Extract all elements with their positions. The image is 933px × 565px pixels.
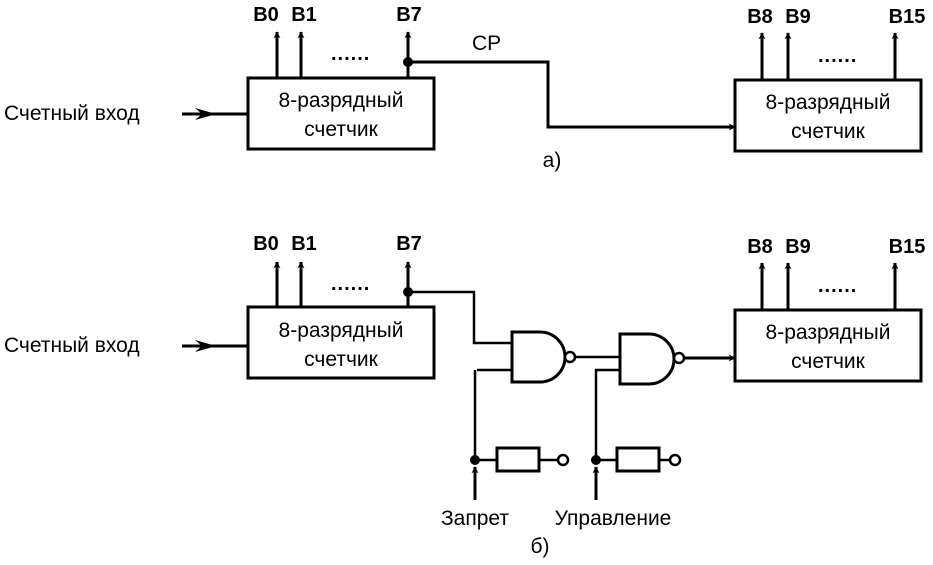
count-input-arrow-a [195, 108, 216, 120]
bit-label-b8-b: B8 [747, 236, 773, 258]
bit-label-b9-b: B9 [785, 236, 811, 258]
counter-1-a-line1: 8-разрядный [279, 89, 404, 112]
b7-to-gate1-wire [408, 290, 512, 345]
bit-label-b9-a: B9 [785, 6, 811, 28]
nand-gate-1 [510, 330, 567, 384]
counter-1-b-line2: счетчик [304, 348, 378, 371]
caption-a: а) [543, 149, 562, 172]
counter-2-b-line2: счетчик [791, 350, 865, 373]
bit-label-b7-b: B7 [396, 233, 422, 255]
counter-2-a-line2: счетчик [791, 120, 865, 143]
caption-b: б) [530, 535, 549, 558]
nand-gate-1-bubble [563, 350, 577, 364]
bit-ellipsis-1-a: ...... [331, 43, 370, 65]
nand-gate-2 [618, 332, 676, 386]
pullup-resistor-1 [495, 446, 541, 473]
bit-label-b0-b: B0 [253, 233, 279, 255]
bit-ellipsis-1-b: ...... [331, 273, 370, 295]
bit-label-b7-a: B7 [396, 4, 422, 26]
bit-ellipsis-2-b: ...... [818, 275, 857, 297]
bit-label-b0-a: B0 [253, 4, 279, 26]
counter-1-a [246, 76, 436, 151]
pullup-terminal-2 [668, 453, 682, 467]
diagram-b: Счетный вход 8-разрядный счетчик B0 B1 B… [4, 233, 925, 558]
counter-2-b [733, 308, 923, 383]
carry-label-a: CP [472, 32, 501, 55]
count-input-arrow-b [195, 340, 216, 352]
pullup-resistor-2 [615, 446, 661, 473]
bit-label-b15-b: B15 [889, 236, 926, 258]
bit-label-b15-a: B15 [889, 6, 926, 28]
count-input-label-a: Счетный вход [4, 102, 140, 125]
bit-ellipsis-2-a: ...... [818, 45, 857, 67]
count-input-label-b: Счетный вход [4, 334, 140, 357]
diagram-a: Счетный вход 8-разрядный счетчик B0 B1 B… [4, 4, 925, 172]
bit-label-b1-a: B1 [291, 4, 317, 26]
counter-1-a-line2: счетчик [304, 118, 378, 141]
counter-2-a [733, 78, 923, 153]
nand-gate-2-bubble [672, 351, 686, 365]
pullup-terminal-1 [556, 453, 570, 467]
carry-wire-a [408, 60, 736, 131]
counter-2-a-line1: 8-разрядный [766, 91, 891, 114]
inhibit-label: Запрет [441, 507, 509, 530]
counter-1-b-line1: 8-разрядный [279, 319, 404, 342]
control-label: Управление [555, 507, 672, 530]
control-line [594, 368, 620, 460]
bit-label-b8-a: B8 [747, 6, 773, 28]
counter-2-b-line1: 8-разрядный [766, 321, 891, 344]
bit-label-b1-b: B1 [291, 233, 317, 255]
counter-1-b [246, 305, 436, 380]
